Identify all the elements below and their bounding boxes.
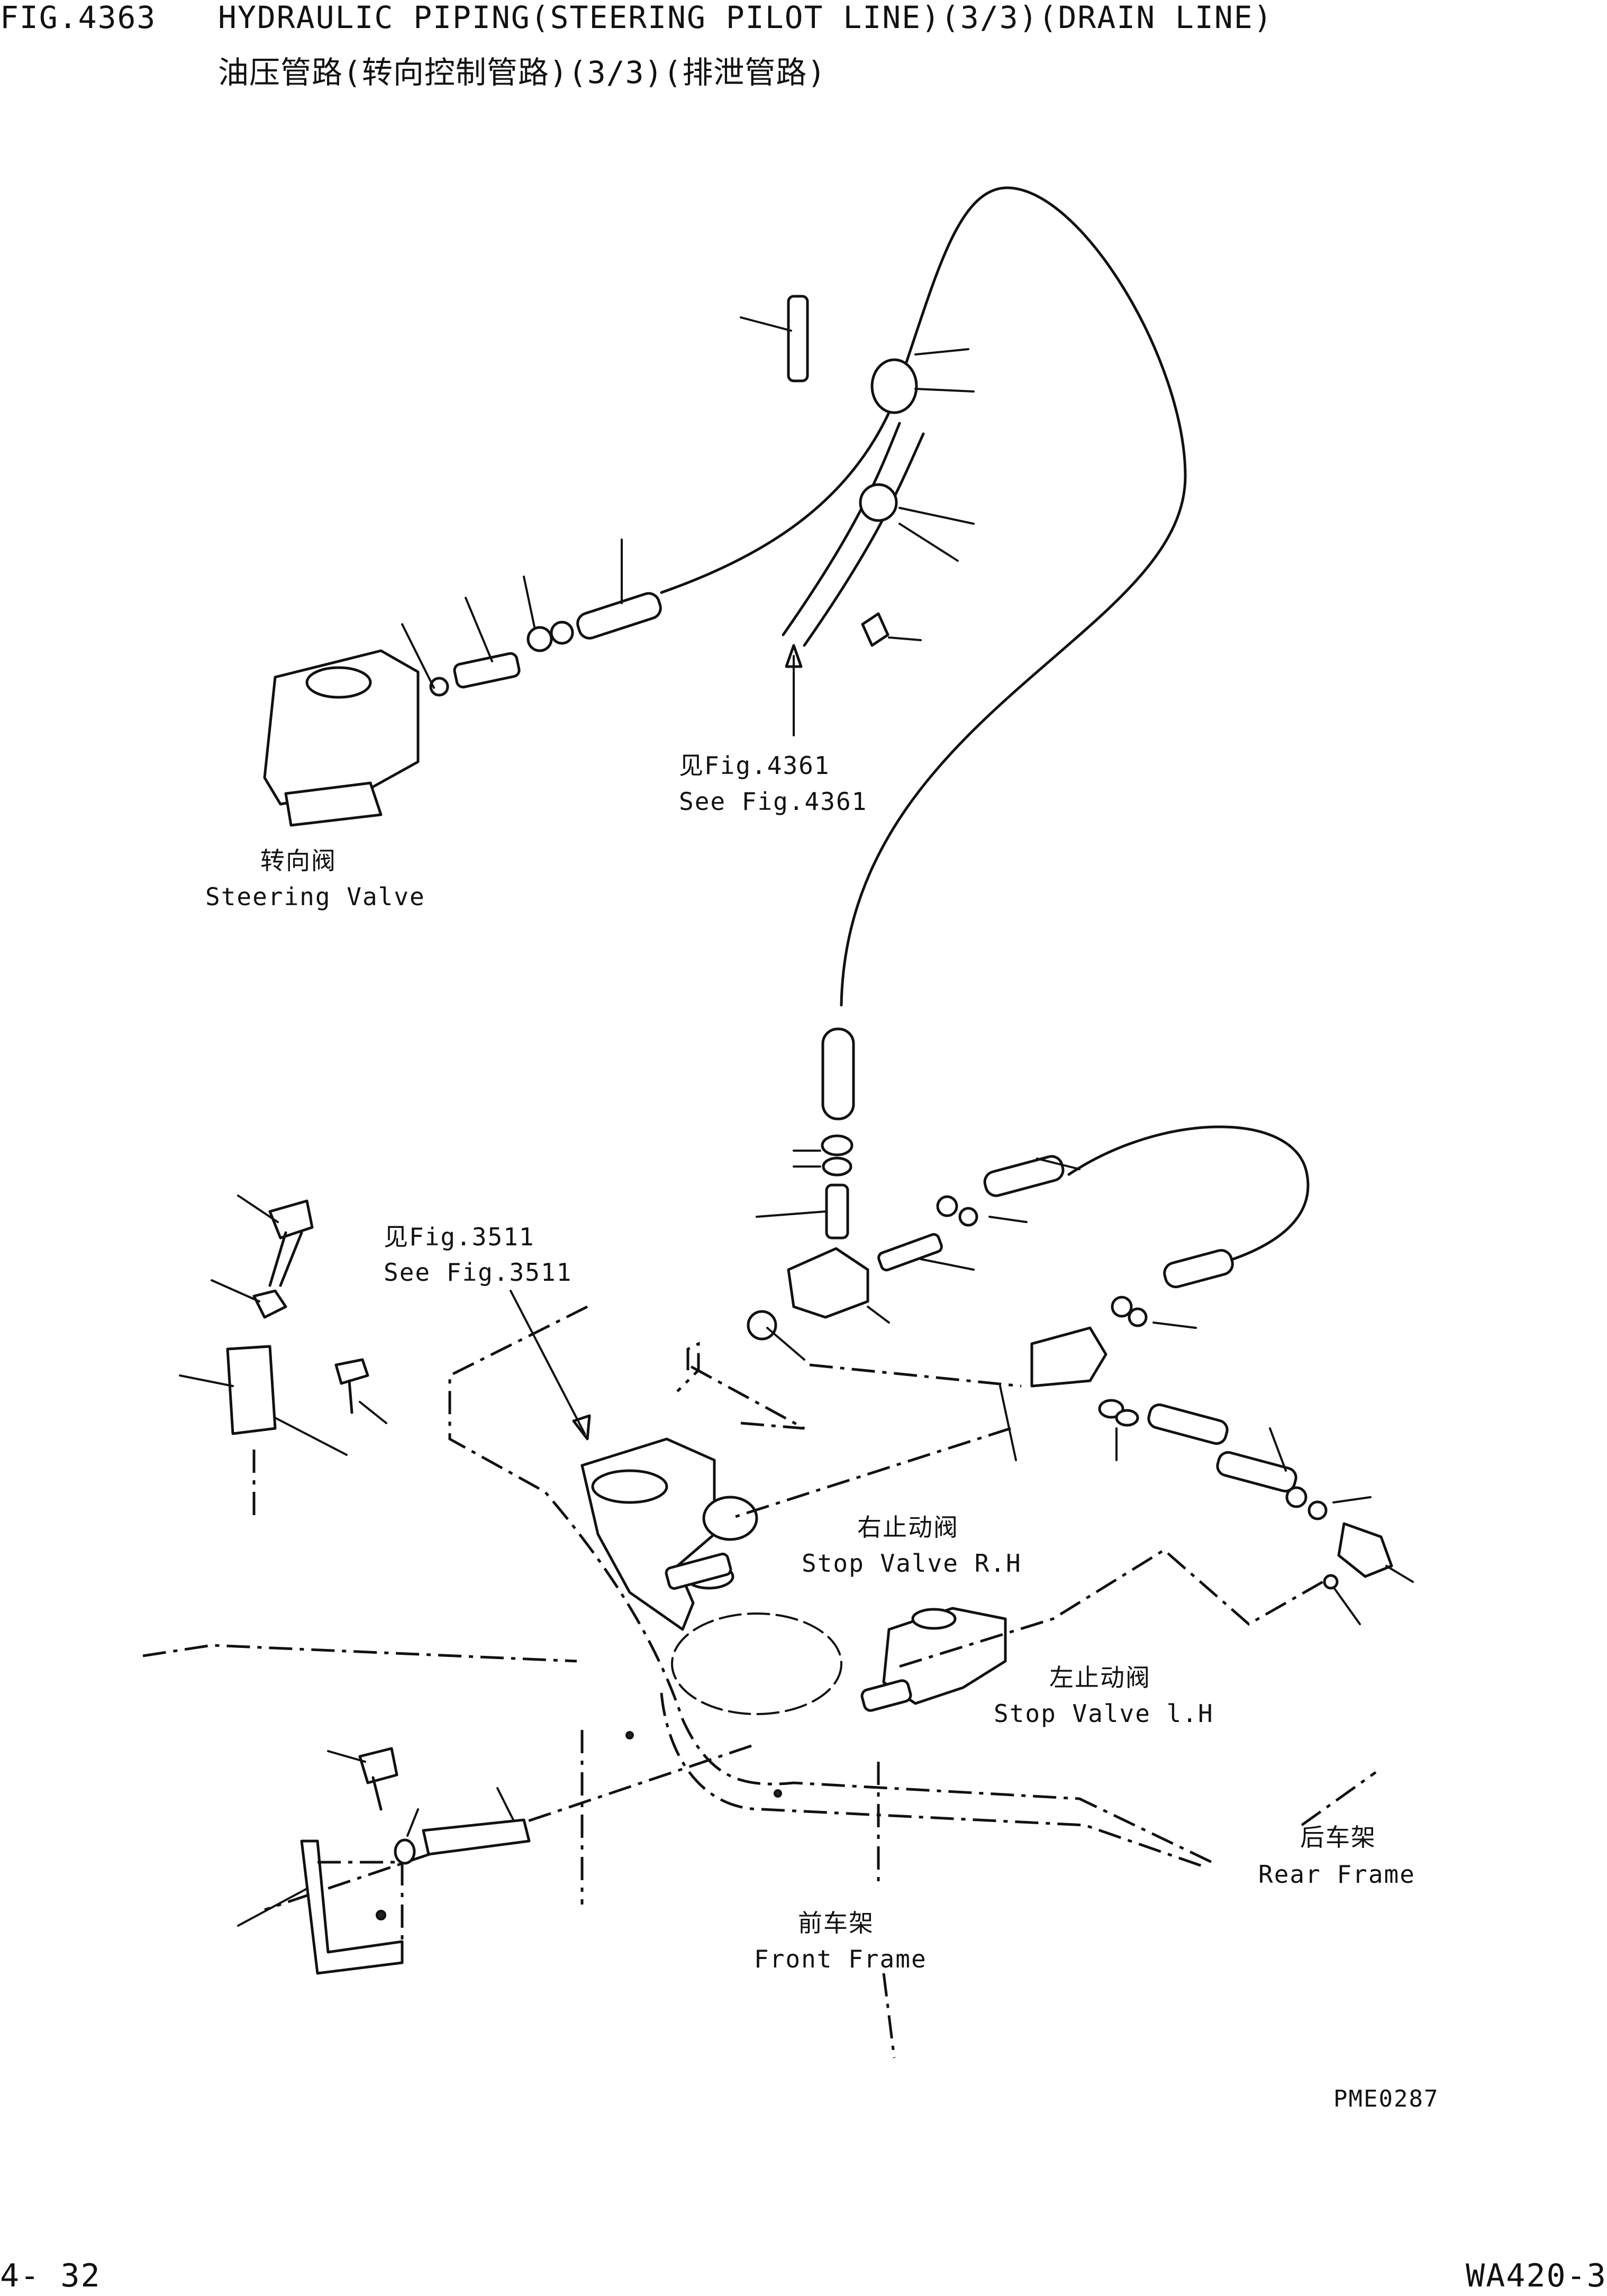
- steering-valve-body: [263, 649, 420, 806]
- rear-frame-label-cn: 后车架: [1300, 1823, 1376, 1852]
- figure-title-english: HYDRAULIC PIPING(STEERING PILOT LINE)(3/…: [218, 0, 1273, 35]
- connector-fitting: [825, 1183, 849, 1240]
- stop-valve-lh-label-en: Stop Valve l.H: [994, 1699, 1214, 1728]
- o-ring: [429, 677, 449, 697]
- hose-clamp: [870, 358, 918, 414]
- stop-valve-rh-label-cn: 右止动阀: [857, 1513, 959, 1542]
- frame-opening: [671, 1612, 842, 1715]
- rear-frame-label-en: Rear Frame: [1258, 1860, 1415, 1889]
- stop-valve-rh-label-en: Stop Valve R.H: [802, 1549, 1022, 1578]
- bolt-lower: [422, 1818, 531, 1856]
- elbow-fitting: [453, 652, 521, 689]
- elbow-right: [1337, 1522, 1393, 1578]
- front-frame-label-en: Front Frame: [754, 1945, 927, 1973]
- ref-fig3511-en: See Fig.3511: [384, 1258, 573, 1287]
- tee-fitting: [787, 1247, 869, 1319]
- drain-hose-upper: [660, 186, 1187, 1007]
- clamp-bracket: [787, 295, 809, 382]
- ref-fig4361-en: See Fig.4361: [679, 787, 868, 816]
- hose-sleeve: [576, 592, 662, 640]
- bracket-lower: [300, 1839, 404, 1975]
- figure-number: FIG.4363: [0, 0, 157, 35]
- stop-valve-lh-label-cn: 左止动阀: [1049, 1663, 1151, 1692]
- steering-valve-label-cn: 转向阀: [260, 846, 337, 875]
- figure-title-chinese: 油压管路(转向控制管路)(3/3)(排泄管路): [218, 54, 827, 90]
- model-number: WA420-3: [1466, 2257, 1607, 2294]
- ref-fig4361-cn: 见Fig.4361: [679, 751, 830, 780]
- clamp-bolt: [861, 612, 889, 647]
- hose-to-fig4361: [782, 422, 901, 636]
- hose-sleeve-vertical: [821, 1027, 855, 1120]
- nut: [252, 1289, 287, 1319]
- ref-fig3511-cn: 见Fig.3511: [384, 1223, 535, 1251]
- stop-valve-rh: [580, 1437, 716, 1631]
- drawing-code: PME0287: [1333, 2085, 1439, 2112]
- bracket-left: [226, 1345, 277, 1435]
- page-number: 4- 32: [0, 2257, 101, 2294]
- tee-fitting-right: [1030, 1326, 1107, 1388]
- front-frame-label-cn: 前车架: [798, 1909, 874, 1937]
- steering-valve-label-en: Steering Valve: [205, 882, 425, 911]
- front-frame-outline: [448, 1305, 1213, 1864]
- bolt-head: [268, 1199, 314, 1240]
- arrow-to-fig3511: [510, 1290, 586, 1435]
